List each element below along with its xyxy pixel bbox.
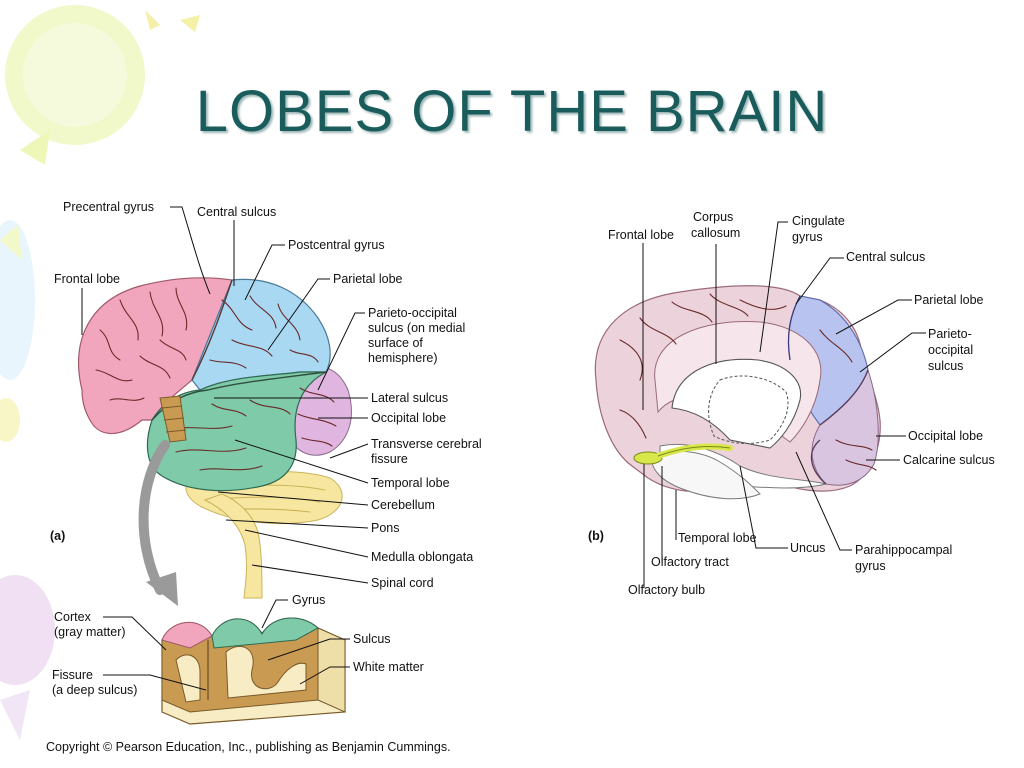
label-medulla-oblongata: Medulla oblongata [371,550,473,564]
label-precentral-gyrus: Precentral gyrus [63,200,154,214]
inset-pointer-arrow [138,440,178,606]
label-fissure-1: Fissure [52,668,93,682]
inset-labels: Gyrus Cortex (gray matter) Sulcus White … [52,593,424,697]
label-parieto-occipital-1: Parieto-occipital [368,306,457,320]
panel-a-leaders [81,206,369,584]
label-parieto-occipital-4: hemisphere) [368,351,437,365]
label-b-parieto-occipital-1: Parieto- [928,327,972,341]
label-frontal-lobe: Frontal lobe [54,272,120,286]
panel-a-lateral-view: Precentral gyrus Central sulcus Postcent… [50,200,482,606]
panel-a-labels: Precentral gyrus Central sulcus Postcent… [50,200,482,590]
label-b-parieto-occipital-2: occipital [928,343,973,357]
cortex-block-inset: Gyrus Cortex (gray matter) Sulcus White … [52,593,424,725]
panel-b-leaders [642,221,926,588]
label-b-olfactory-tract: Olfactory tract [651,555,729,569]
label-sulcus: Sulcus [353,632,391,646]
olfactory-structures [633,443,733,465]
label-central-sulcus: Central sulcus [197,205,276,219]
label-b-central-sulcus: Central sulcus [846,250,925,264]
label-white-matter: White matter [353,660,424,674]
label-parieto-occipital-3: surface of [368,336,423,350]
label-b-parieto-occipital-3: sulcus [928,359,963,373]
label-occipital-lobe: Occipital lobe [371,411,446,425]
label-b-calcarine-sulcus: Calcarine sulcus [903,453,995,467]
medial-hemisphere [594,285,881,500]
label-gyrus: Gyrus [292,593,325,607]
brainstem [203,493,263,599]
label-b-parahippocampal-2: gyrus [855,559,886,573]
label-lateral-sulcus: Lateral sulcus [371,391,448,405]
slide-title: LOBES OF THE BRAIN [195,79,829,144]
frontal-lobe-region [78,277,233,435]
label-b-cingulate-gyrus-2: gyrus [792,230,823,244]
label-fissure-2: (a deep sulcus) [52,683,137,697]
label-cerebellum: Cerebellum [371,498,435,512]
label-cortex-1: Cortex [54,610,92,624]
label-parietal-lobe: Parietal lobe [333,272,403,286]
label-b-occipital-lobe: Occipital lobe [908,429,983,443]
insula-marker [159,395,187,443]
label-temporal-lobe: Temporal lobe [371,476,450,490]
label-postcentral-gyrus: Postcentral gyrus [288,238,385,252]
label-cortex-2: (gray matter) [54,625,126,639]
label-b-uncus: Uncus [790,541,825,555]
label-pons: Pons [371,521,400,535]
temporal-lobe-region [146,371,327,492]
label-b-frontal-lobe: Frontal lobe [608,228,674,242]
label-b-cingulate-gyrus-1: Cingulate [792,214,845,228]
panel-b-medial-view: Frontal lobe Corpus callosum Cingulate g… [588,210,995,597]
label-transverse-fissure-2: fissure [371,452,408,466]
label-b-corpus-callosum-2: callosum [691,226,740,240]
label-b-olfactory-bulb: Olfactory bulb [628,583,705,597]
balloon-decoration [0,5,200,740]
panel-b-labels: Frontal lobe Corpus callosum Cingulate g… [588,210,995,597]
label-b-corpus-callosum-1: Corpus [693,210,733,224]
label-b-parahippocampal-1: Parahippocampal [855,543,952,557]
label-spinal-cord: Spinal cord [371,576,434,590]
panel-a-tag: (a) [50,529,65,543]
label-b-temporal-lobe: Temporal lobe [678,531,757,545]
label-b-parietal-lobe: Parietal lobe [914,293,984,307]
label-transverse-fissure-1: Transverse cerebral [371,437,482,451]
label-parieto-occipital-2: sulcus (on medial [368,321,465,335]
panel-b-tag: (b) [588,529,604,543]
copyright-notice: Copyright © Pearson Education, Inc., pub… [46,740,451,754]
inset-leaders [103,599,350,691]
